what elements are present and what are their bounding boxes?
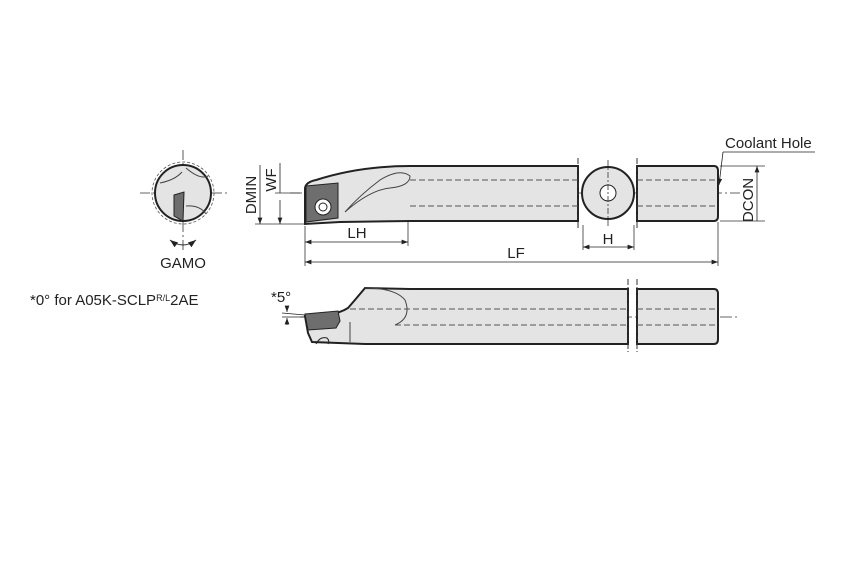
end-view: GAMO	[140, 150, 228, 272]
angle-label: *5°	[271, 289, 291, 306]
lf-label: LF	[507, 245, 525, 262]
hand-fraction: R/L	[156, 293, 171, 303]
hand-r: R	[156, 293, 163, 303]
length-dimensions: LH LF	[304, 222, 719, 266]
hand-l: L	[165, 293, 171, 303]
top-view	[290, 158, 740, 228]
lh-label: LH	[347, 225, 366, 242]
section-view: H	[581, 160, 635, 250]
dcon-label: DCON	[740, 178, 757, 222]
dmin-wf-dimensions: DMIN WF	[243, 163, 305, 225]
variant-note: *0° for A05K-SCLPR/L2AE	[30, 292, 198, 309]
note-prefix: *0° for A05K-SCLP	[30, 292, 157, 309]
gamo-label: GAMO	[160, 255, 206, 272]
coolant-hole-label: Coolant Hole	[725, 135, 812, 152]
h-label: H	[603, 231, 614, 248]
side-view: *5°	[271, 279, 740, 352]
dcon-coolant: DCON Coolant Hole	[717, 135, 815, 222]
dmin-label: DMIN	[243, 176, 260, 214]
wf-label: WF	[263, 168, 280, 191]
note-suffix: 2AE	[170, 292, 199, 309]
